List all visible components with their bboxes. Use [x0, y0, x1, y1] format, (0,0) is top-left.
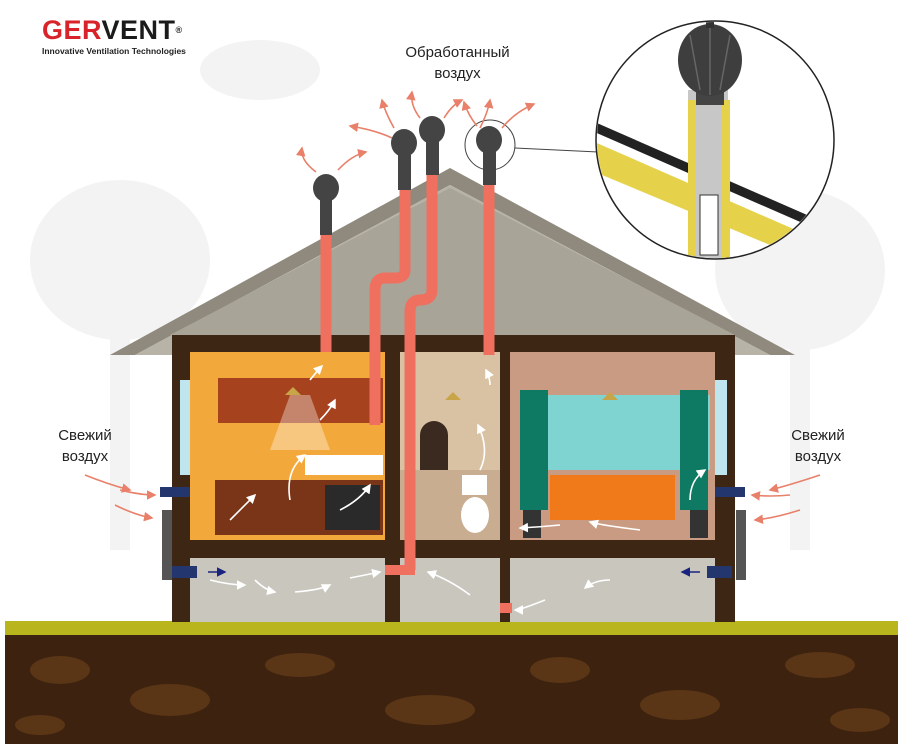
- soil: [5, 635, 898, 744]
- fresh-air-arrows: [84, 474, 821, 524]
- window-right: [715, 380, 727, 475]
- inlet-left-upper: [160, 487, 190, 497]
- label-line: воздух: [434, 65, 481, 82]
- soil-stones: [15, 652, 890, 735]
- vent-pipes: [320, 170, 495, 570]
- label-line: Свежий: [58, 427, 112, 444]
- gervent-logo: GERVENT® Innovative Ventilation Technolo…: [42, 16, 186, 56]
- lamps: [285, 387, 618, 400]
- registered-mark: ®: [175, 25, 183, 35]
- window-left: [180, 380, 192, 475]
- fresh-air-left-label: Свежий воздух: [35, 425, 135, 467]
- roof-turbines: [313, 116, 502, 235]
- indoor-airflow-arrows: [209, 364, 707, 615]
- label-line: воздух: [61, 448, 109, 465]
- exhaust-air-label: Обработанный воздух: [380, 42, 535, 84]
- fresh-air-right-label: Свежий воздух: [768, 425, 868, 467]
- label-line: Свежий: [791, 427, 845, 444]
- logo-brand-red: GER: [42, 15, 102, 45]
- label-line: Обработанный: [405, 44, 510, 61]
- inlet-right-upper: [715, 487, 745, 497]
- exhaust-arrows: [295, 90, 536, 173]
- logo-tagline: Innovative Ventilation Technologies: [42, 46, 186, 56]
- ground-surface: [5, 621, 898, 635]
- logo-brand-dark: VENT: [101, 15, 176, 45]
- basement: [190, 558, 385, 622]
- turbine-detail-callout: [595, 20, 835, 260]
- label-line: воздух: [794, 448, 842, 465]
